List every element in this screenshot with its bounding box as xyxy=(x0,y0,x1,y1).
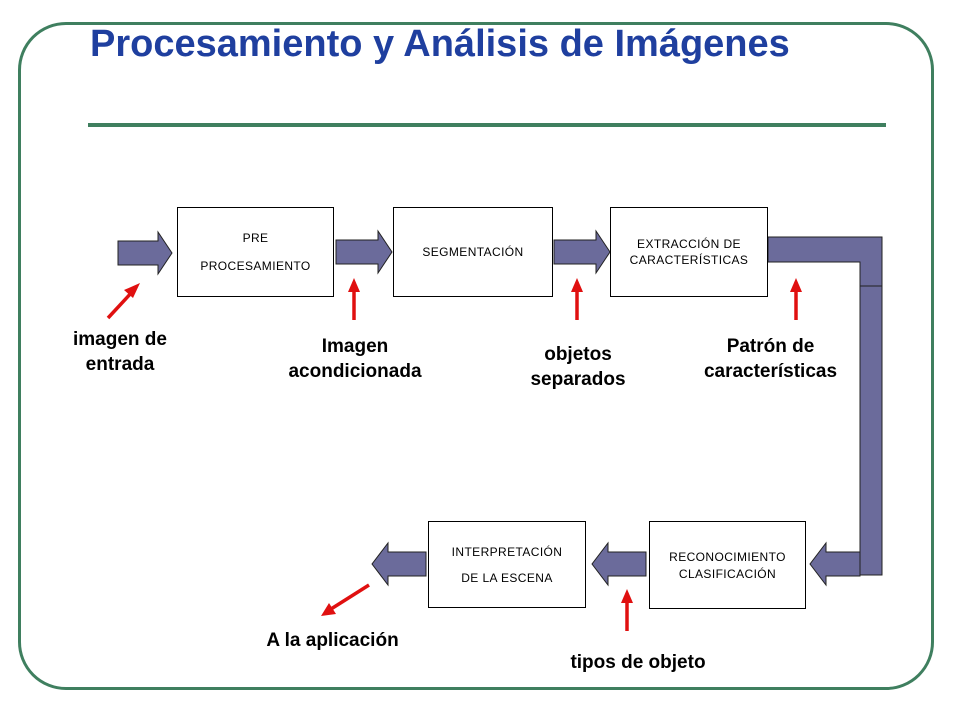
pointer-patron-head xyxy=(790,278,802,292)
stage-reconocimiento-line2: CLASIFICACIÓN xyxy=(678,566,777,581)
pointer-imagen-entrada xyxy=(106,289,135,320)
slide-title: Procesamiento y Análisis de Imágenes xyxy=(90,23,790,65)
pointer-aplicacion-head xyxy=(321,603,336,616)
label-a-la-aplicacion: A la aplicación xyxy=(235,628,430,653)
pointer-objetos-separados-head xyxy=(571,278,583,292)
label-imagen-acondicionada-line2: acondicionada xyxy=(288,361,422,382)
label-objetos-separados: objetos separados xyxy=(508,342,648,392)
stage-reconocimiento: RECONOCIMIENTO CLASIFICACIÓN xyxy=(649,521,806,609)
slide-frame xyxy=(18,22,934,690)
stage-preprocesamiento-line1: PRE xyxy=(242,231,269,245)
label-patron-caracteristicas-line1: Patrón de xyxy=(726,336,815,357)
label-imagen-entrada-line1: imagen de xyxy=(73,329,167,350)
pointer-imagen-entrada-head xyxy=(124,283,140,298)
stage-reconocimiento-line1: RECONOCIMIENTO xyxy=(669,549,786,564)
stage-segmentacion: SEGMENTACIÓN xyxy=(393,207,553,297)
label-imagen-acondicionada: Imagen acondicionada xyxy=(280,334,430,384)
pointer-imagen-acondicionada-head xyxy=(348,278,360,292)
stage-extraccion: EXTRACCIÓN DE CARACTERÍSTICAS xyxy=(610,207,768,297)
pointer-tipos-objeto-head xyxy=(621,589,633,603)
stage-interpretacion-line1: INTERPRETACIÓN xyxy=(451,544,563,559)
stage-segmentacion-line1: SEGMENTACIÓN xyxy=(422,245,524,259)
label-objetos-separados-line1: objetos xyxy=(544,344,612,365)
stage-interpretacion-line2: DE LA ESCENA xyxy=(461,570,553,585)
flow-arrow-to-recognition xyxy=(809,541,861,587)
title-underline xyxy=(88,123,886,127)
stage-preprocesamiento-line2: PROCESAMIENTO xyxy=(200,259,311,273)
label-imagen-entrada-line2: entrada xyxy=(85,354,155,375)
flow-elbow-top xyxy=(767,236,883,287)
stage-interpretacion: INTERPRETACIÓN DE LA ESCENA xyxy=(428,521,586,608)
label-objetos-separados-line2: separados xyxy=(530,369,626,390)
stage-extraccion-line2: CARACTERÍSTICAS xyxy=(629,253,749,267)
label-imagen-entrada: imagen de entrada xyxy=(50,327,190,377)
label-patron-caracteristicas: Patrón de características xyxy=(683,334,858,384)
flow-arrow-2 xyxy=(553,229,611,275)
label-imagen-acondicionada-line1: Imagen xyxy=(321,336,389,357)
flow-arrow-1 xyxy=(335,229,393,275)
label-a-la-aplicacion-line1: A la aplicación xyxy=(266,630,399,651)
pointer-aplicacion xyxy=(330,583,370,611)
label-patron-caracteristicas-line2: características xyxy=(703,361,838,382)
label-tipos-objeto: tipos de objeto xyxy=(538,650,738,675)
flow-arrow-input xyxy=(117,230,173,276)
stage-preprocesamiento: PRE PROCESAMIENTO xyxy=(177,207,334,297)
label-tipos-objeto-line1: tipos de objeto xyxy=(570,652,706,673)
flow-arrow-output xyxy=(371,541,427,587)
flow-arrow-3 xyxy=(591,541,647,587)
stage-extraccion-line1: EXTRACCIÓN DE xyxy=(637,237,741,251)
flow-elbow-vertical xyxy=(859,285,883,576)
